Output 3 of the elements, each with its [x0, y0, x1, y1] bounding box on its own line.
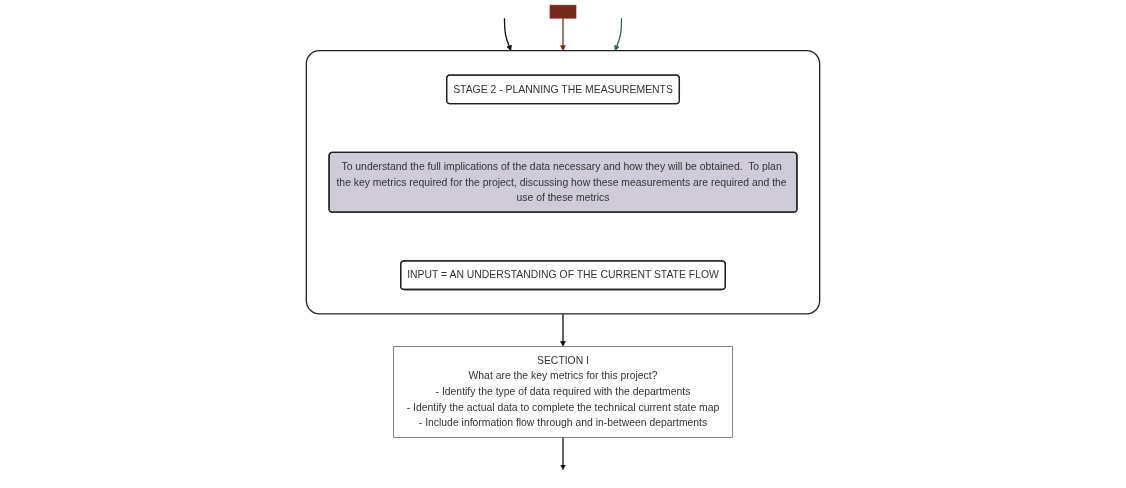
cluster — [305, 50, 821, 315]
node-bar — [549, 4, 577, 19]
node-box: SECTION I What are the key metrics for this project? - Identify the type of data required with the departments - Identify the actual data to complete the technical current state map - Include information flow through and in-between departments — [393, 346, 733, 438]
